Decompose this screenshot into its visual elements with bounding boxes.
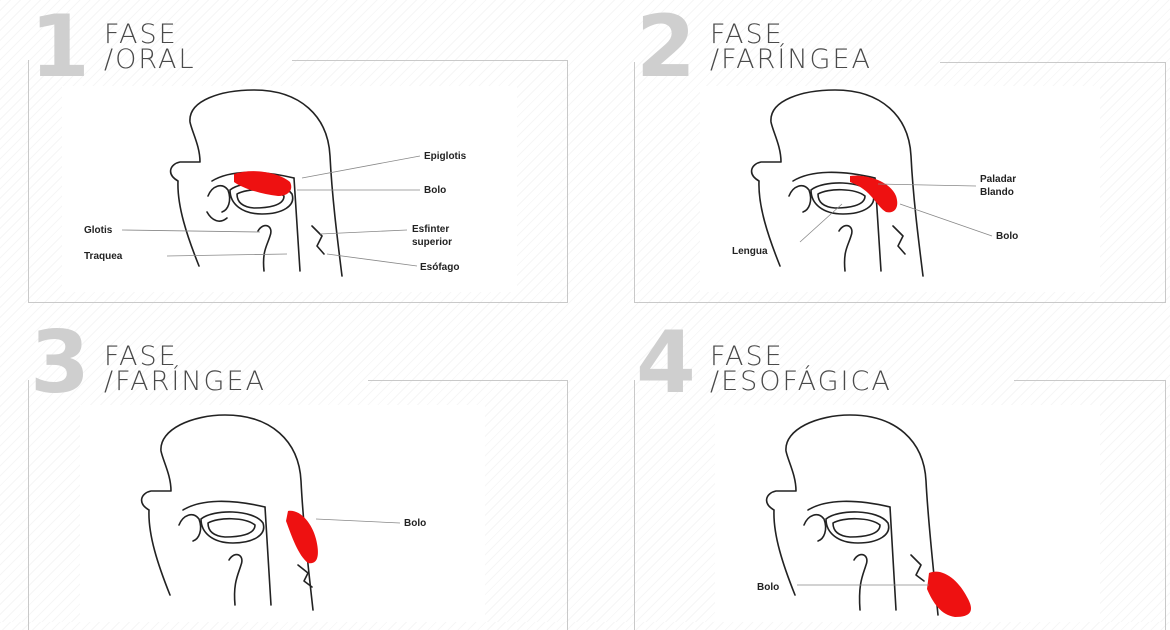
bolo-blob [850, 176, 897, 213]
anatomy-figure: Bolo [80, 405, 485, 622]
step-title-line2: /FARÍNGEA [710, 47, 872, 72]
step-title-line2: /ORAL [104, 47, 196, 72]
leader-line [122, 230, 260, 232]
label-superior: superior [412, 237, 452, 248]
head-outline [142, 415, 313, 610]
step-number: 1 [30, 4, 90, 90]
panel-frame-top [940, 62, 1165, 63]
label-bolo: Bolo [757, 582, 779, 593]
step-title-line2: /ESOFÁGICA [710, 369, 892, 394]
label-traquea: Traquea [84, 251, 123, 262]
step-number: 2 [636, 4, 696, 90]
panel-frame-top [368, 380, 567, 381]
leader-line [167, 254, 287, 256]
label-bolo: Bolo [996, 231, 1018, 242]
step-title: FASE /ORAL [104, 22, 196, 72]
step-number: 4 [636, 320, 696, 406]
leader-line [320, 230, 407, 234]
anatomy-figure: Paladar Blando Bolo Lengua [700, 86, 1100, 292]
head-profile-illustration: Bolo [80, 405, 485, 622]
head-outline [752, 90, 923, 276]
leader-line [316, 519, 400, 523]
head-profile-illustration: Bolo [715, 405, 1100, 622]
label-glotis: Glotis [84, 225, 113, 236]
head-profile-illustration: Paladar Blando Bolo Lengua [700, 86, 1100, 292]
label-bolo: Bolo [424, 185, 446, 196]
label-bolo: Bolo [404, 518, 426, 529]
label-esofago: Esófago [420, 262, 459, 273]
step-title: FASE /FARÍNGEA [104, 344, 266, 394]
panel-frame-top [1014, 380, 1165, 381]
label-paladar: Paladar [980, 174, 1016, 185]
step-number: 3 [30, 320, 90, 406]
step-title-line2: /FARÍNGEA [104, 369, 266, 394]
step-title: FASE /ESOFÁGICA [710, 344, 892, 394]
step-title: FASE /FARÍNGEA [710, 22, 872, 72]
leader-line [900, 204, 992, 236]
anatomy-figure: Bolo [715, 405, 1100, 622]
label-lengua: Lengua [732, 246, 768, 257]
head-profile-illustration: Epiglotis Bolo Glotis Esfinter superior … [62, 86, 517, 292]
bolo-blob [927, 572, 971, 617]
label-blando: Blando [980, 187, 1014, 198]
leader-line [878, 184, 976, 186]
panel-frame-top [292, 60, 567, 61]
bolo-blob [286, 511, 318, 563]
leader-line [302, 156, 420, 178]
anatomy-figure: Epiglotis Bolo Glotis Esfinter superior … [62, 86, 517, 292]
label-esfinter: Esfinter [412, 224, 449, 235]
label-epiglotis: Epiglotis [424, 151, 467, 162]
